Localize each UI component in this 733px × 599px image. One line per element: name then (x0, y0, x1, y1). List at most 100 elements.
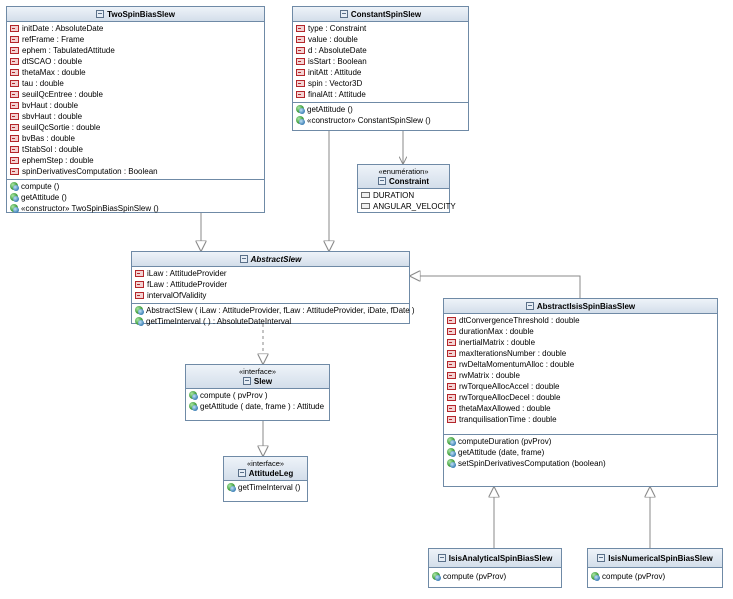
attributes-compartment: initDate : AbsoluteDate refFrame : Frame… (7, 22, 264, 179)
field-icon (10, 157, 19, 164)
class-abstract-isis-spin-bias-slew[interactable]: AbstractIsisSpinBiasSlew dtConvergenceTh… (443, 298, 718, 487)
method-icon (227, 483, 236, 492)
attribute-row: type : Constraint (293, 23, 468, 34)
class-title: Slew (253, 377, 273, 386)
class-title: AttitudeLeg (248, 469, 294, 478)
class-icon (96, 10, 105, 18)
attribute-row: bvBas : double (7, 133, 264, 144)
class-icon (597, 554, 606, 562)
method-row: computeDuration (pvProv) (444, 436, 717, 447)
attribute-row: d : AbsoluteDate (293, 45, 468, 56)
attribute-row: fLaw : AttitudeProvider (132, 279, 409, 290)
methods-compartment: compute (pvProv) (588, 568, 722, 584)
attributes-compartment: type : Constraint value : double d : Abs… (293, 22, 468, 102)
enum-literal: DURATION (358, 190, 449, 201)
field-icon (10, 168, 19, 175)
field-icon (447, 339, 456, 346)
class-title: TwoSpinBiasSlew (107, 10, 175, 19)
field-icon (296, 80, 305, 87)
field-icon (10, 124, 19, 131)
method-row: getAttitude () (293, 104, 468, 115)
attribute-row: ephemStep : double (7, 155, 264, 166)
field-icon (10, 146, 19, 153)
method-icon (432, 572, 441, 581)
field-icon (296, 58, 305, 65)
attribute-row: bvHaut : double (7, 100, 264, 111)
enum-constraint[interactable]: «enumération» Constraint DURATION ANGULA… (357, 164, 456, 214)
generalization-abstract-isis (410, 276, 581, 298)
class-abstract-slew[interactable]: AbstractSlew iLaw : AttitudeProvider fLa… (131, 251, 415, 326)
field-icon (296, 69, 305, 76)
method-icon (447, 459, 456, 468)
attributes-compartment: iLaw : AttitudeProvider fLaw : AttitudeP… (132, 267, 409, 303)
class-constant-spin-slew[interactable]: ConstantSpinSlew type : Constraint value… (292, 6, 469, 131)
method-row: setSpinDerivativesComputation (boolean) (444, 458, 717, 469)
methods-compartment: AbstractSlew ( iLaw : AttitudeProvider, … (132, 303, 415, 329)
field-icon (10, 69, 19, 76)
class-header: «enumération» Constraint (358, 165, 449, 189)
field-icon (447, 372, 456, 379)
method-row: getAttitude ( date, frame ) : Attitude (186, 401, 329, 412)
method-row: getTimeInterval ( ) : AbsoluteDateInterv… (132, 316, 409, 327)
class-title: AbstractSlew (250, 255, 302, 264)
attribute-row: initAtt : Attitude (293, 67, 468, 78)
class-header: «interface» AttitudeLeg (224, 457, 307, 481)
field-icon (296, 91, 305, 98)
method-icon (447, 437, 456, 446)
method-row: getTimeInterval () (224, 482, 307, 493)
field-icon (135, 281, 144, 288)
class-title: AbstractIsisSpinBiasSlew (536, 302, 636, 311)
attribute-row: rwDeltaMomentumAlloc : double (444, 359, 717, 370)
field-icon (10, 36, 19, 43)
stereotype-label: «interface» (246, 459, 285, 468)
interface-slew[interactable]: «interface» Slew compute ( pvProv ) getA… (185, 364, 330, 421)
literals-compartment: DURATION ANGULAR_VELOCITY (358, 189, 456, 214)
enum-icon (378, 177, 386, 185)
class-two-spin-bias-slew[interactable]: TwoSpinBiasSlew initDate : AbsoluteDate … (6, 6, 265, 213)
class-icon (239, 255, 248, 263)
literal-icon (361, 192, 370, 198)
interface-icon (237, 469, 246, 477)
method-row: compute () (7, 181, 264, 192)
method-row: compute (pvProv) (588, 571, 722, 582)
class-header: ConstantSpinSlew (293, 7, 468, 22)
class-icon (339, 10, 348, 18)
methods-compartment: compute (pvProv) (429, 568, 561, 584)
field-icon (10, 113, 19, 120)
method-icon (296, 105, 305, 114)
attribute-row: seuilQcEntree : double (7, 89, 264, 100)
field-icon (447, 317, 456, 324)
field-icon (135, 270, 144, 277)
interface-attitude-leg[interactable]: «interface» AttitudeLeg getTimeInterval … (223, 456, 308, 502)
method-icon (10, 182, 19, 191)
class-header: TwoSpinBiasSlew (7, 7, 264, 22)
field-icon (447, 383, 456, 390)
method-icon (189, 391, 198, 400)
attribute-row: refFrame : Frame (7, 34, 264, 45)
attributes-compartment: dtConvergenceThreshold : double duration… (444, 314, 717, 434)
field-icon (10, 80, 19, 87)
method-icon (447, 448, 456, 457)
field-icon (135, 292, 144, 299)
methods-compartment: computeDuration (pvProv) getAttitude (da… (444, 434, 717, 471)
attribute-row: dtConvergenceThreshold : double (444, 315, 717, 326)
attribute-row: initDate : AbsoluteDate (7, 23, 264, 34)
attribute-row: dtSCAO : double (7, 56, 264, 67)
class-isis-numerical-spin-bias-slew[interactable]: IsisNumericalSpinBiasSlew compute (pvPro… (587, 548, 723, 588)
class-header: IsisAnalyticalSpinBiasSlew (429, 549, 561, 568)
field-icon (447, 394, 456, 401)
attribute-row: value : double (293, 34, 468, 45)
attribute-row: tau : double (7, 78, 264, 89)
attribute-row: rwMatrix : double (444, 370, 717, 381)
enum-literal: ANGULAR_VELOCITY (358, 201, 456, 212)
method-icon (10, 193, 19, 202)
attribute-row: rwTorqueAllocAccel : double (444, 381, 717, 392)
methods-compartment: compute () getAttitude () «constructor» … (7, 179, 264, 216)
attribute-row: rwTorqueAllocDecel : double (444, 392, 717, 403)
literal-icon (361, 203, 370, 209)
attribute-row: intervalOfValidity (132, 290, 409, 301)
class-isis-analytical-spin-bias-slew[interactable]: IsisAnalyticalSpinBiasSlew compute (pvPr… (428, 548, 562, 588)
field-icon (447, 416, 456, 423)
field-icon (10, 47, 19, 54)
